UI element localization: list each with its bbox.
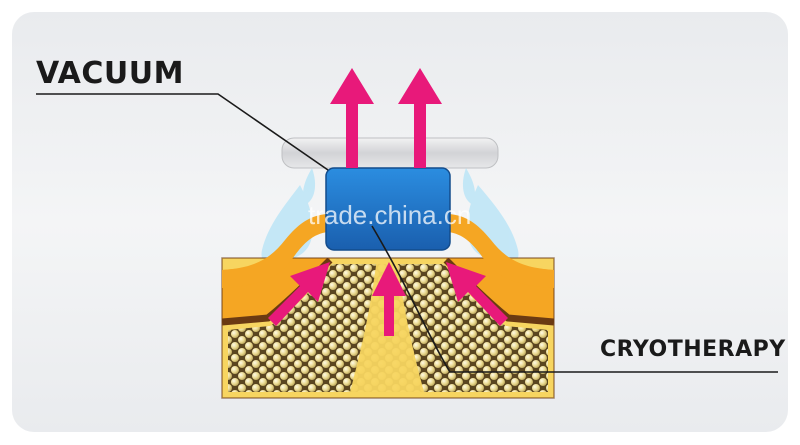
applicator-head (325, 167, 451, 251)
compression-arrow-center (372, 262, 406, 336)
vacuum-arrow-left (330, 68, 374, 168)
compression-arrow-left (268, 262, 330, 326)
applicator-handle (281, 137, 499, 169)
cryotherapy-label: CRYOTHERAPY (600, 337, 786, 362)
compression-arrow-right (446, 262, 508, 326)
watermark: trade.china.cn (308, 200, 472, 230)
skin-fold-right (448, 214, 554, 288)
skin-fold-left (222, 214, 328, 288)
vacuum-leader-line (36, 93, 329, 171)
compression-arrows (268, 262, 508, 336)
cryotherapy-leader-line (371, 225, 778, 373)
vacuum-label: VACUUM (36, 56, 184, 91)
vacuum-arrow-right (398, 68, 442, 168)
leader-lines (36, 93, 778, 373)
vacuum-arrows (330, 68, 442, 168)
